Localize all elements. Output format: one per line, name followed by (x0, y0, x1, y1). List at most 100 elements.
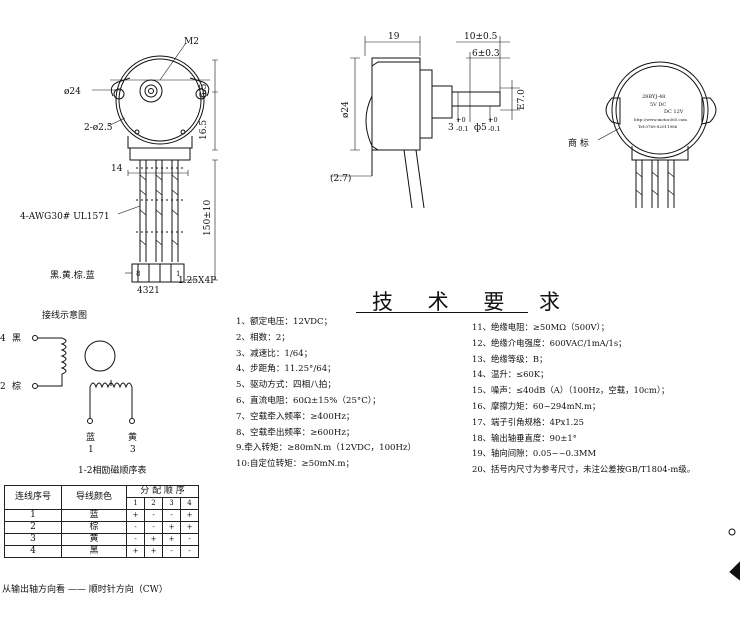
spec-list-left: 1、额定电压：12VDC； 2、相数：2； 3、减速比：1/64； 4、步距角：… (236, 315, 416, 473)
nameplate-line-4: http://www.motor365.com (634, 117, 687, 122)
row-cell: - (162, 545, 181, 558)
side-dim-e7: E7.0 (517, 89, 527, 110)
sequence-caption: 1-2相励磁顺序表 (78, 464, 147, 476)
spec-item: 2、相数：2； (236, 332, 290, 343)
wiring-diagram (32, 335, 135, 424)
col-seq-header: 连线序号 (4, 485, 62, 510)
row-color: 棕 (61, 521, 127, 534)
row-cell: - (180, 533, 199, 546)
wiring-yellow: 黄 (128, 431, 137, 443)
side-dim-2-7: (2.7) (330, 173, 351, 184)
col-order-header: 分 配 顺 序 (126, 485, 199, 498)
dim-6-5: 6.5 (199, 83, 209, 98)
connector-label: 1.25X4P (178, 276, 216, 286)
spec-item: 8、空载牵出频率：≥600Hz； (236, 427, 355, 438)
row-no: 3 (4, 533, 62, 546)
wire-label: 4-AWG30# UL1571 (20, 212, 110, 222)
row-no: 2 (4, 521, 62, 534)
row-color: 蓝 (61, 509, 127, 522)
step-header: 4 (180, 497, 199, 510)
side-view-motor (330, 36, 520, 209)
spec-item: 3、减速比：1/64； (236, 348, 313, 359)
row-color: 黄 (61, 533, 127, 546)
side-dim-5: ф5 (474, 123, 487, 133)
direction-note: 从输出轴方向看 —— 顺时针方向（CW） (2, 583, 168, 595)
row-cell: + (126, 545, 145, 558)
side-dim-6: 6±0.3 (472, 49, 500, 59)
spec-item: 18、输出轴垂直度：90±1° (472, 432, 577, 443)
row-cell: - (162, 509, 181, 522)
side-dim-3: 3 (448, 123, 454, 133)
wiring-num-black: 4 (0, 334, 6, 344)
screw-label: M2 (184, 37, 199, 47)
row-cell: + (162, 521, 181, 534)
step-header: 1 (126, 497, 145, 510)
spec-item: 19、轴向间隙：0.05~~0.3MM (472, 448, 597, 459)
nameplate-line-1: 28BYJ-48 (642, 94, 665, 100)
row-cell: + (144, 545, 163, 558)
table-row: 2 棕 - - + + (4, 521, 199, 534)
side-dim-5-tol-dn: -0.1 (488, 125, 501, 133)
table-row: 3 黄 - + + - (4, 533, 199, 546)
excitation-sequence-table: 连线序号 导线颜色 分 配 顺 序 1 2 3 4 1 蓝 + - - + 2 … (4, 485, 199, 558)
spec-item: 10:自定位转矩：≥50mN.m； (236, 459, 355, 470)
spec-item: 6、直流电阻：60Ω±15%（25°C）； (236, 395, 381, 406)
row-cell: + (126, 509, 145, 522)
spec-item: 15、噪声：≤40dB（A）（100Hz，空载，10cm）； (472, 385, 670, 396)
row-cell: + (180, 521, 199, 534)
tech-requirements-title: 技 术 要 求 (372, 290, 575, 314)
dim-14: 14 (111, 164, 123, 174)
spec-item: 13、绝缘等级：B； (472, 353, 548, 364)
front-view-motor (92, 42, 218, 283)
wiring-brown: 棕 (12, 380, 21, 392)
spec-item: 20、括号内尺寸为参考尺寸，未注公差按GB/T1804-m级。 (472, 464, 696, 475)
step-header: 2 (144, 497, 163, 510)
wiring-num-blue: 1 (88, 445, 94, 455)
spec-item: 4、步距角：11.25°/64； (236, 364, 336, 375)
pin-left: 8 (136, 270, 140, 278)
side-dim-3-tol-up: +0 (456, 116, 466, 124)
pin-right: 1 (176, 270, 180, 278)
dim-16-5: 16.5 (199, 120, 209, 140)
pin-numbers: 4321 (137, 286, 160, 296)
wiring-black: 黑 (12, 333, 21, 344)
spec-item: 17、端子引角规格：4Px1.25 (472, 416, 584, 427)
table-row: 4 黑 + + - - (4, 545, 199, 558)
wiring-num-brown: 2 (0, 382, 6, 392)
table-row: 1 蓝 + - - + (4, 509, 199, 522)
side-dim-19: 19 (388, 32, 400, 42)
row-color: 黑 (61, 545, 127, 558)
row-no: 4 (4, 545, 62, 558)
dim-150: 150±10 (203, 200, 213, 236)
row-no: 1 (4, 509, 62, 522)
nameplate-line-5: Tel:0769-82011986 (638, 124, 678, 129)
col-color-header: 导线颜色 (61, 485, 127, 510)
row-cell: + (162, 533, 181, 546)
side-dim-5-tol-up: +0 (488, 116, 498, 124)
label-view-motor (597, 61, 717, 208)
hole-label: 2-ø2.5 (84, 123, 113, 133)
spec-item: 12、绝缘介电强度：600VAC/1mA/1s； (472, 337, 627, 348)
wiring-blue: 蓝 (86, 431, 95, 443)
nameplate-line-3: DC 12V (664, 109, 684, 115)
spec-item: 14、温升：≤60K； (472, 369, 549, 380)
brand-label: 商 标 (568, 137, 589, 149)
side-dim-3-tol-dn: -0.1 (456, 125, 469, 133)
wiring-num-yellow: 3 (130, 445, 136, 455)
motor-nameplate: 28BYJ-48 5V DC DC 12V http://www.motor36… (634, 94, 687, 129)
side-dim-d24: ø24 (341, 101, 351, 118)
spec-item: 7、空载牵入频率：≥400Hz； (236, 411, 355, 422)
spec-item: 11、绝缘电阻：≥50MΩ（500V）； (472, 322, 610, 332)
row-cell: - (126, 521, 145, 534)
row-cell: - (180, 545, 199, 558)
step-header: 3 (162, 497, 181, 510)
row-cell: - (144, 521, 163, 534)
wire-colors-label: 黑.黄.棕.蓝 (50, 269, 95, 281)
row-cell: + (144, 533, 163, 546)
front-diameter-label: ø24 (64, 87, 81, 97)
spec-item: 1、额定电压：12VDC； (236, 317, 333, 327)
wiring-title: 接线示意图 (42, 309, 87, 321)
row-cell: - (126, 533, 145, 546)
spec-list-right: 11、绝缘电阻：≥50MΩ（500V）； 12、绝缘介电强度：600VAC/1m… (472, 320, 695, 478)
